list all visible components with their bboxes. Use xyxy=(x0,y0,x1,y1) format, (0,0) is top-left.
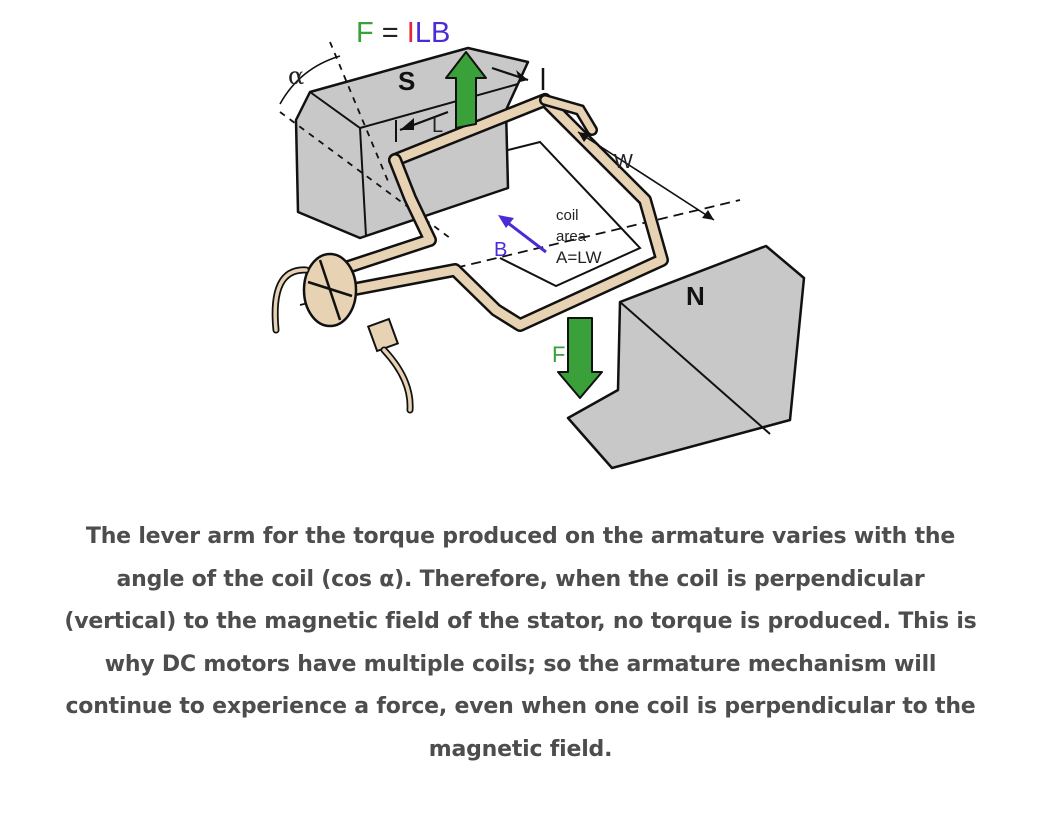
coil-area-line2: area xyxy=(556,228,587,245)
commutator xyxy=(271,252,414,414)
armature-coil xyxy=(338,93,669,332)
field-label: B xyxy=(494,239,507,261)
dc-motor-diagram: F = ILB α S N L W B coil area A=LW F xyxy=(271,17,806,470)
coil-area-line3: A=LW xyxy=(556,248,602,267)
formula: F = ILB xyxy=(356,17,450,49)
force-arrow-up xyxy=(445,51,487,129)
field-arrow xyxy=(498,215,547,254)
length-dimension xyxy=(395,110,449,142)
formula-length: L xyxy=(415,17,431,49)
width-label: W xyxy=(614,151,633,173)
formula-current: I xyxy=(407,17,415,49)
coil-area-line1: coil xyxy=(556,207,579,224)
formula-field: B xyxy=(431,17,450,49)
formula-force: F xyxy=(356,17,374,49)
alpha-label: α xyxy=(288,62,304,90)
formula-equals: = xyxy=(374,17,407,49)
length-label: L xyxy=(432,115,443,137)
axis-line xyxy=(279,41,741,306)
north-pole-label: N xyxy=(686,281,705,311)
width-dimension xyxy=(577,131,715,221)
south-pole-label: S xyxy=(398,66,415,96)
north-magnet xyxy=(566,244,806,470)
current-arrow xyxy=(491,66,545,90)
force-bottom-label: F xyxy=(552,342,565,367)
caption-text: The lever arm for the torque produced on… xyxy=(64,524,977,762)
force-arrow-down xyxy=(557,317,603,399)
